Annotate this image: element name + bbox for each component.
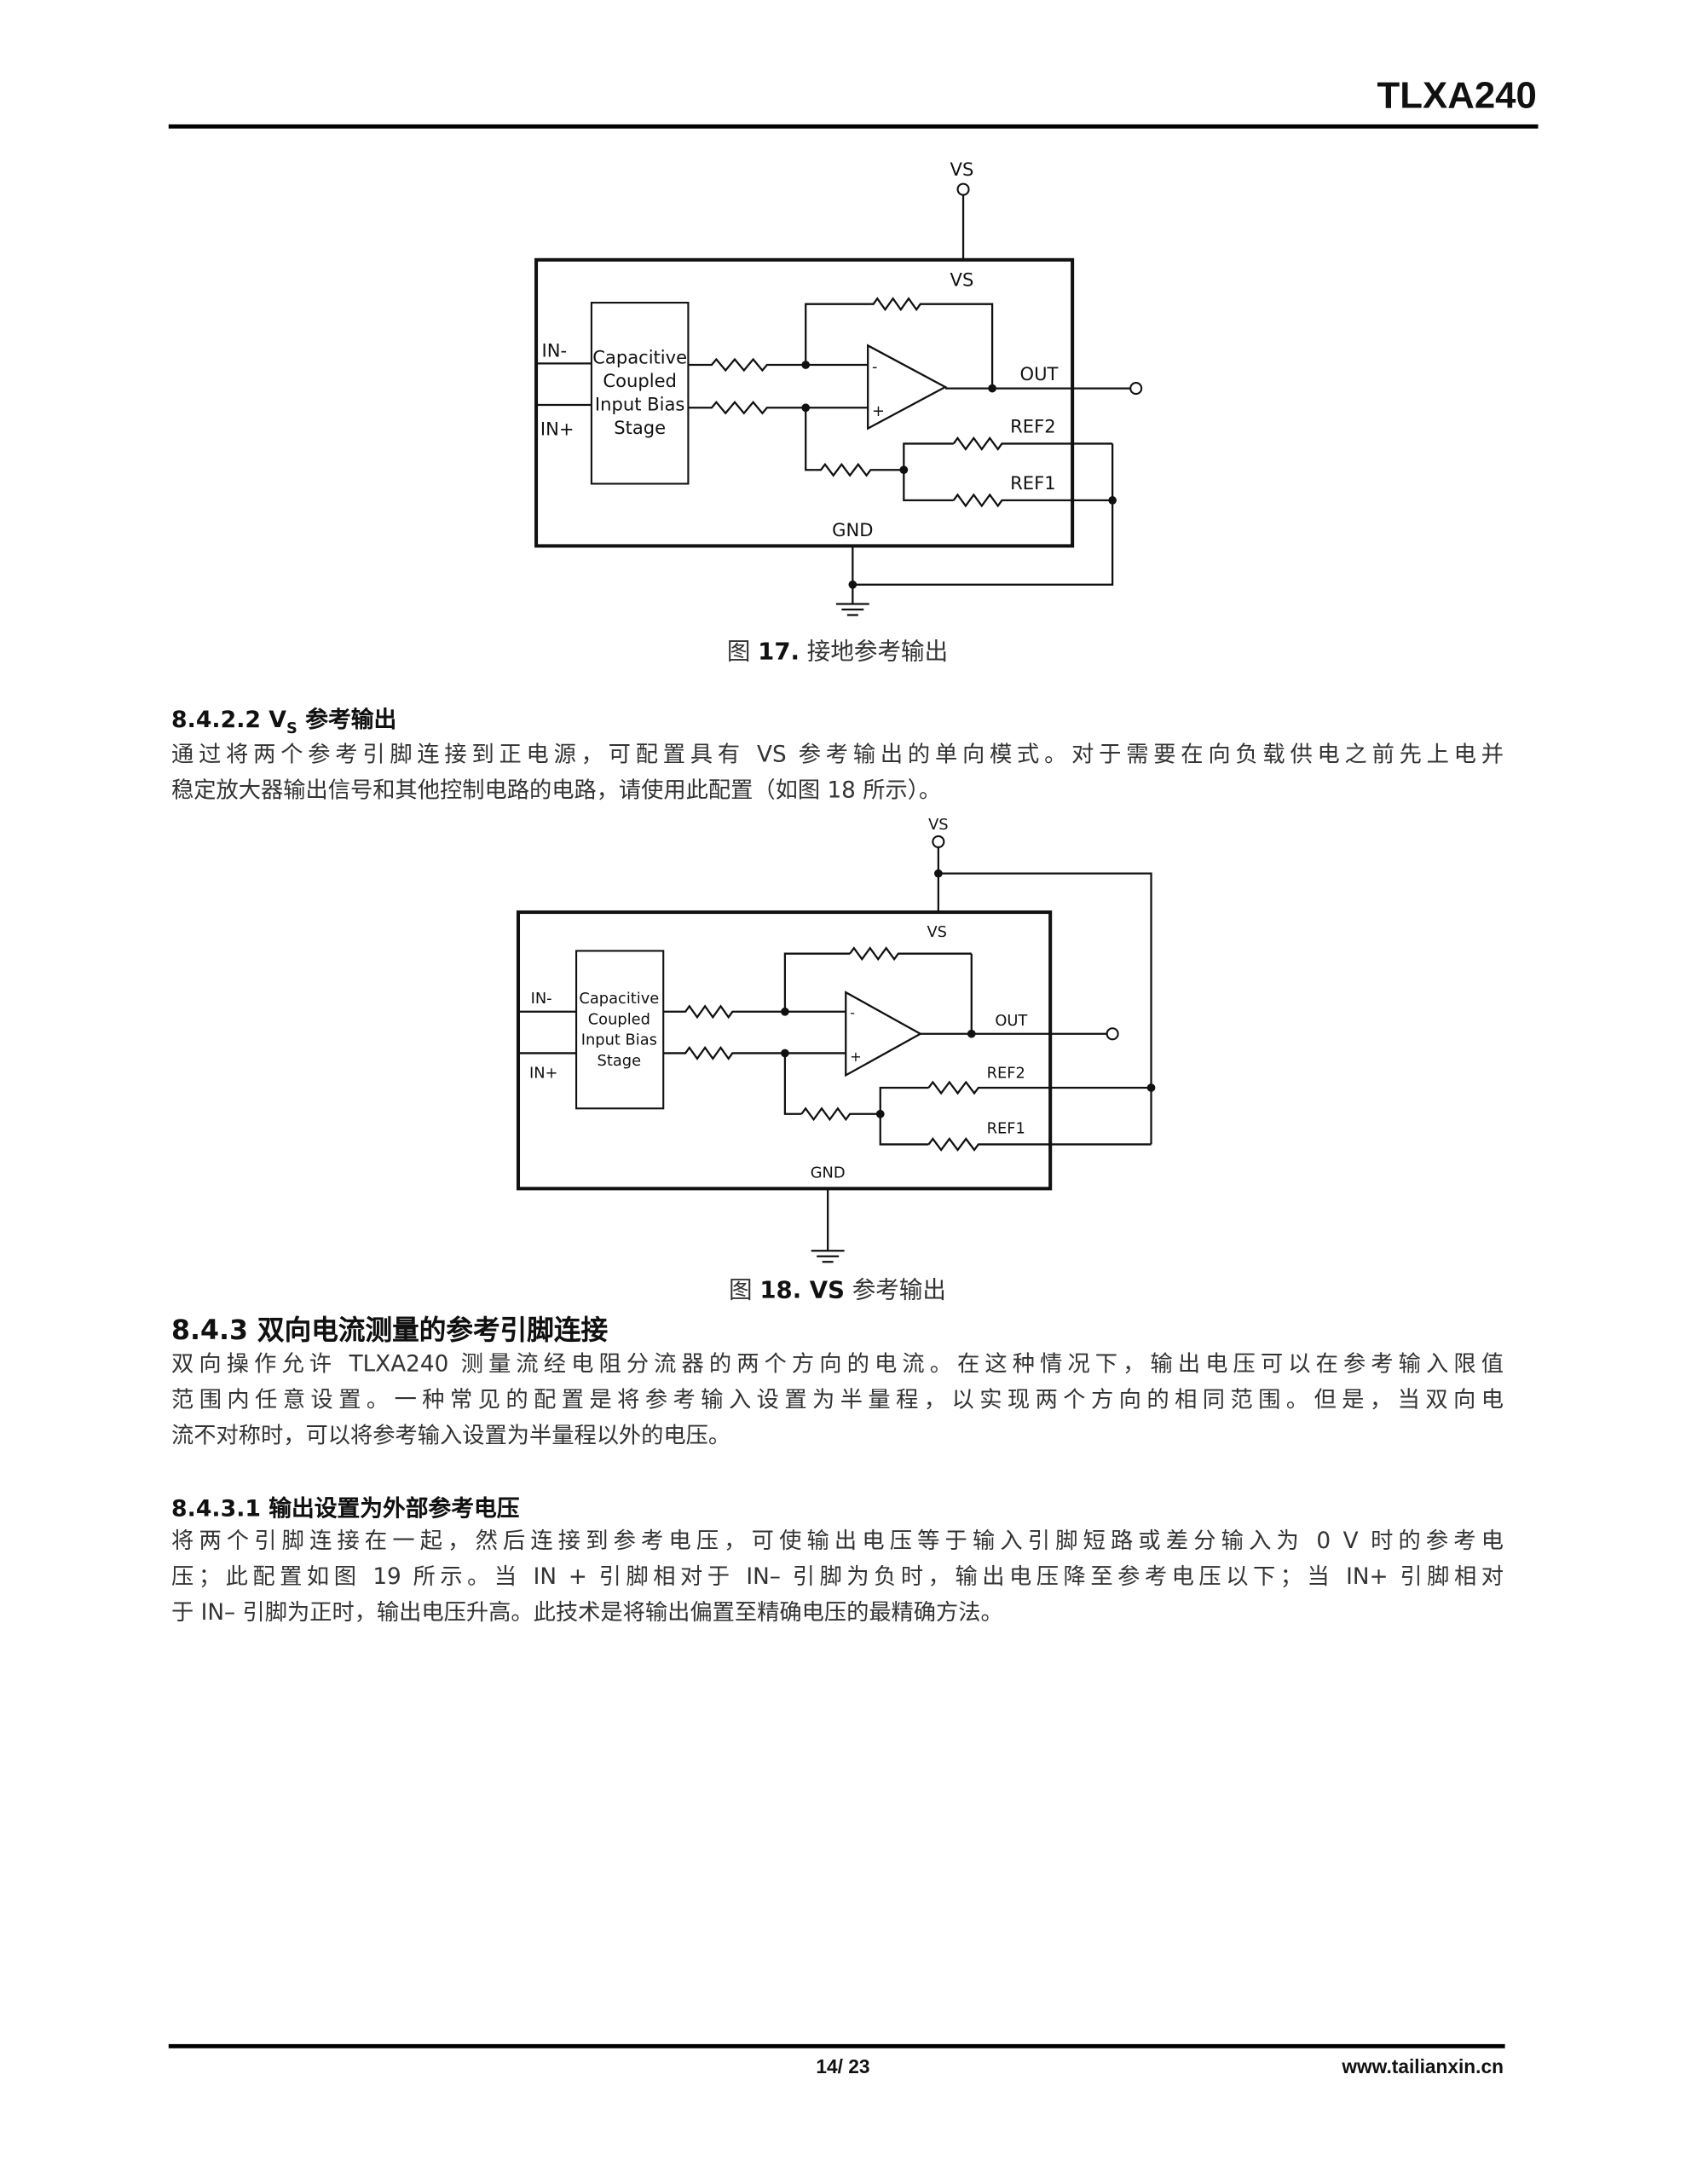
- block-line: Stage: [614, 417, 666, 438]
- paragraph-line: 通过将两个参考引脚连接到正电源，可配置具有 VS 参考输出的单向模式。对于需要在…: [171, 741, 1504, 767]
- wire: [805, 303, 871, 366]
- paragraph-line: 压；此配置如图 19 所示。当 IN + 引脚相对于 IN– 引脚为负时，输出电…: [171, 1563, 1504, 1590]
- footer-rule: [168, 2043, 1505, 2048]
- caption-number: 17.: [758, 638, 800, 667]
- label-out: OUT: [1020, 363, 1059, 384]
- heading-text: 参考输出: [305, 706, 397, 733]
- resistor: [663, 1045, 785, 1060]
- label-in-plus: IN+: [529, 1065, 558, 1083]
- input-bias-block: [590, 302, 690, 485]
- figure-18-schematic: VS VS IN- IN+ OUT REF2 REF1 GND - + Capa…: [516, 816, 1156, 1263]
- paragraph-line: 流不对称时，可以将参考输入设置为半量程以外的电压。: [171, 1422, 731, 1449]
- resistor: [688, 357, 806, 373]
- resistor: [952, 493, 1113, 508]
- block-line: Stage: [598, 1052, 642, 1070]
- figure-17-caption: 图 17. 接地参考输出: [726, 632, 949, 667]
- wire: [903, 442, 954, 471]
- label-ref1: REF1: [987, 1119, 1025, 1137]
- label-in-plus: IN+: [540, 419, 575, 440]
- figure-17-schematic: VS VS IN- IN+ OUT REF2 REF1 GND - + Capa…: [534, 159, 1143, 616]
- heading-8-4-3-1: 8.4.3.1 输出设置为外部参考电压: [171, 1495, 520, 1522]
- wire: [783, 952, 851, 1012]
- caption-number: 18. VS: [759, 1277, 845, 1305]
- resistor: [870, 297, 924, 312]
- label-ref2: REF2: [987, 1065, 1025, 1083]
- wire: [852, 443, 1114, 586]
- op-amp: [867, 344, 948, 430]
- wire: [805, 407, 816, 471]
- block-line: Capacitive: [592, 346, 687, 367]
- header-rule: [168, 124, 1539, 129]
- block-line: Coupled: [603, 370, 676, 391]
- label-out: OUT: [995, 1012, 1027, 1030]
- label-vs-top: VS: [928, 816, 949, 834]
- resistor: [952, 436, 1113, 451]
- label-in-minus: IN-: [531, 990, 552, 1008]
- label-vs-inner: VS: [927, 923, 947, 941]
- heading-subscript: S: [286, 719, 297, 737]
- wire: [879, 1086, 929, 1114]
- label-ref2: REF2: [1010, 415, 1055, 436]
- wire: [903, 470, 954, 502]
- label-plus: +: [850, 1049, 862, 1065]
- resistor: [849, 946, 972, 962]
- caption-text: 参考输出: [852, 1277, 946, 1305]
- resistor: [663, 1004, 785, 1020]
- wire: [879, 1113, 929, 1146]
- block-line: Input Bias: [595, 394, 684, 415]
- terminal-circle: [932, 835, 945, 848]
- label-ref1: REF1: [1010, 472, 1055, 494]
- label-gnd: GND: [832, 519, 873, 540]
- resistor: [815, 462, 904, 477]
- terminal-circle: [1106, 1027, 1119, 1041]
- caption-prefix: 图: [729, 1277, 753, 1305]
- device-box: [516, 910, 1053, 1191]
- paragraph-line: 将两个引脚连接在一起，然后连接到参考电压，可使输出电压等于输入引脚短路或差分输入…: [171, 1527, 1504, 1554]
- resistor: [927, 1137, 1152, 1152]
- header-title: TLXA240: [1377, 74, 1537, 117]
- resistor: [800, 1106, 881, 1122]
- input-bias-block: [575, 950, 665, 1110]
- label-minus: -: [850, 1004, 855, 1020]
- heading-8-4-2-2: 8.4.2.2 VS 参考输出: [171, 701, 396, 737]
- device-box: [534, 257, 1075, 548]
- page-number: 14/ 23: [816, 2054, 870, 2077]
- block-line: Input Bias: [581, 1031, 657, 1049]
- label-minus: -: [872, 358, 877, 376]
- footer-website[interactable]: www.tailianxin.cn: [1342, 2054, 1504, 2077]
- caption-prefix: 图: [726, 638, 751, 667]
- paragraph-line: 稳定放大器输出信号和其他控制电路的电路，请使用此配置（如图 18 所示）。: [171, 777, 942, 803]
- label-gnd: GND: [811, 1164, 846, 1182]
- label-vs-inner: VS: [950, 269, 974, 291]
- resistor: [927, 1080, 1152, 1095]
- label-vs-top: VS: [950, 159, 974, 180]
- op-amp: [845, 991, 923, 1078]
- label-in-minus: IN-: [542, 339, 568, 361]
- paragraph-line: 于 IN– 引脚为正时，输出电压升高。此技术是将输出偏置至精确电压的最精确方法。: [171, 1598, 1003, 1626]
- paragraph-line: 范围内任意设置。一种常见的配置是将参考输入设置为半量程，以实现两个方向的相同范围…: [171, 1386, 1504, 1413]
- paragraph-line: 双向操作允许 TLXA240 测量流经电阻分流器的两个方向的电流。在这种情况下，…: [171, 1350, 1504, 1377]
- block-line: Coupled: [588, 1010, 650, 1028]
- label-plus: +: [872, 402, 885, 420]
- block-line: Capacitive: [579, 990, 659, 1008]
- wire: [783, 1053, 802, 1115]
- figure-18-caption: 图 18. VS 参考输出: [729, 1270, 946, 1305]
- heading-8-4-3: 8.4.3 双向电流测量的参考引脚连接: [171, 1314, 609, 1347]
- resistor: [688, 401, 806, 415]
- caption-text: 接地参考输出: [806, 638, 949, 667]
- wire: [938, 872, 1152, 1145]
- heading-number: 8.4.2.2 V: [171, 706, 287, 733]
- wire: [923, 303, 994, 389]
